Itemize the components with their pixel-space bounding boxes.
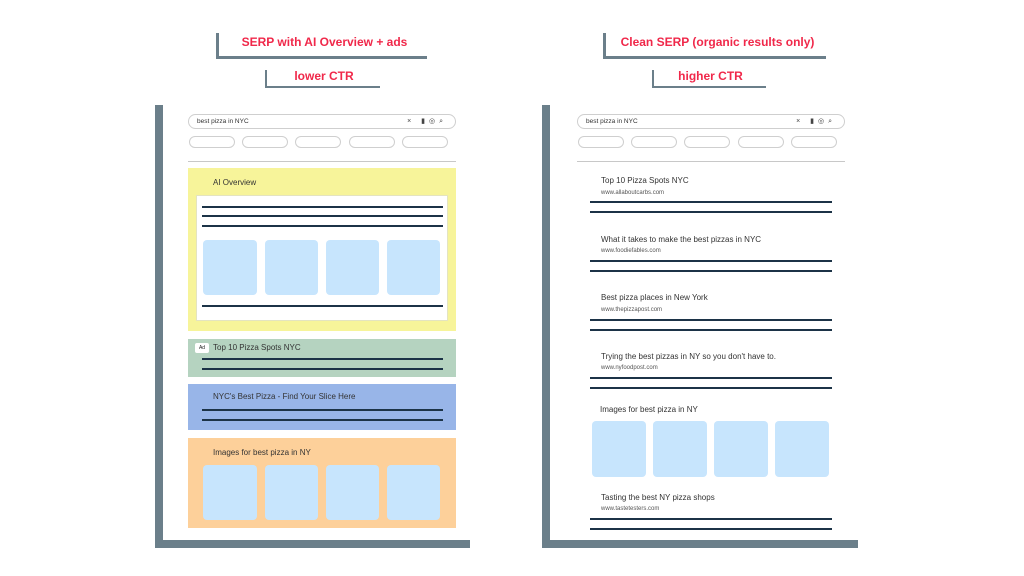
left-frame bbox=[155, 540, 470, 548]
image-tile[interactable] bbox=[203, 465, 257, 520]
image-tile[interactable] bbox=[326, 465, 379, 520]
images-label: Images for best pizza in NY bbox=[600, 405, 698, 414]
text-line bbox=[590, 377, 832, 379]
ad-title[interactable]: Top 10 Pizza Spots NYC bbox=[213, 343, 301, 352]
divider bbox=[577, 161, 845, 162]
image-tile[interactable] bbox=[265, 240, 318, 295]
divider bbox=[188, 161, 456, 162]
search-input[interactable]: best pizza in NYC × ▮◎⌕ bbox=[188, 114, 456, 129]
subtitle-bracket bbox=[652, 70, 654, 88]
text-line bbox=[590, 270, 832, 272]
clear-icon[interactable]: × bbox=[796, 118, 805, 125]
result-url: www.allaboutcarbs.com bbox=[601, 190, 665, 196]
filter-chip[interactable] bbox=[578, 136, 624, 148]
mic-icon[interactable]: ▮ bbox=[421, 118, 429, 125]
text-line bbox=[590, 260, 832, 262]
text-line bbox=[202, 225, 443, 227]
title-bracket bbox=[216, 56, 427, 59]
result-url: www.tastetesters.com bbox=[601, 506, 660, 512]
sponsored-result[interactable] bbox=[188, 384, 456, 430]
result-title[interactable]: Trying the best pizzas in NY so you don'… bbox=[601, 352, 776, 361]
text-line bbox=[202, 419, 443, 421]
filter-chip[interactable] bbox=[738, 136, 784, 148]
text-line bbox=[590, 518, 832, 520]
text-line bbox=[202, 215, 443, 217]
right-frame bbox=[542, 540, 858, 548]
text-line bbox=[590, 528, 832, 530]
search-query: best pizza in NYC bbox=[586, 118, 638, 125]
ai-overview-label: AI Overview bbox=[213, 178, 257, 187]
text-line bbox=[202, 358, 443, 360]
subtitle-bracket bbox=[265, 86, 380, 88]
filter-chip[interactable] bbox=[242, 136, 288, 148]
ad-badge: Ad bbox=[195, 343, 209, 353]
image-tile[interactable] bbox=[387, 240, 440, 295]
image-tile[interactable] bbox=[265, 465, 318, 520]
result-url: www.nyfoodpost.com bbox=[601, 365, 658, 371]
filter-chip[interactable] bbox=[295, 136, 341, 148]
image-tile[interactable] bbox=[387, 465, 440, 520]
result-url: www.thepizzapost.com bbox=[601, 307, 663, 313]
result-title[interactable]: What it takes to make the best pizzas in… bbox=[601, 235, 762, 244]
lens-icon[interactable]: ◎ bbox=[428, 118, 440, 125]
text-line bbox=[202, 305, 443, 307]
filter-chip[interactable] bbox=[684, 136, 730, 148]
image-tile[interactable] bbox=[653, 421, 707, 477]
result-title[interactable]: Tasting the best NY pizza shops bbox=[601, 493, 715, 502]
images-label: Images for best pizza in NY bbox=[213, 448, 311, 457]
left-title: SERP with AI Overview + ads bbox=[241, 35, 408, 49]
text-line bbox=[590, 201, 832, 203]
search-input[interactable]: best pizza in NYC × ▮◎⌕ bbox=[577, 114, 845, 129]
title-bracket bbox=[603, 56, 826, 59]
right-subtitle: higher CTR bbox=[678, 69, 743, 83]
search-icon[interactable]: ⌕ bbox=[439, 118, 447, 125]
result-url: www.foodiefables.com bbox=[601, 248, 661, 254]
text-line bbox=[202, 206, 443, 208]
text-line bbox=[590, 211, 832, 213]
image-tile[interactable] bbox=[714, 421, 768, 477]
left-subtitle: lower CTR bbox=[294, 69, 354, 83]
image-tile[interactable] bbox=[326, 240, 379, 295]
filter-chip[interactable] bbox=[402, 136, 448, 148]
sponsored-title[interactable]: NYC's Best Pizza - Find Your Slice Here bbox=[213, 392, 356, 401]
text-line bbox=[202, 409, 443, 411]
filter-chip[interactable] bbox=[189, 136, 235, 148]
title-bracket bbox=[603, 33, 606, 59]
title-bracket bbox=[216, 33, 219, 59]
image-tile[interactable] bbox=[775, 421, 829, 477]
text-line bbox=[590, 387, 832, 389]
filter-chip[interactable] bbox=[791, 136, 837, 148]
right-frame bbox=[542, 105, 550, 548]
image-tile[interactable] bbox=[203, 240, 257, 295]
search-icon[interactable]: ⌕ bbox=[828, 118, 836, 125]
result-title[interactable]: Top 10 Pizza Spots NYC bbox=[601, 176, 689, 185]
clear-icon[interactable]: × bbox=[407, 118, 416, 125]
result-title[interactable]: Best pizza places in New York bbox=[601, 293, 708, 302]
search-query: best pizza in NYC bbox=[197, 118, 249, 125]
right-title: Clean SERP (organic results only) bbox=[620, 35, 815, 49]
image-tile[interactable] bbox=[592, 421, 646, 477]
mic-icon[interactable]: ▮ bbox=[810, 118, 818, 125]
text-line bbox=[590, 319, 832, 321]
subtitle-bracket bbox=[265, 70, 267, 88]
left-frame bbox=[155, 105, 163, 548]
filter-chip[interactable] bbox=[349, 136, 395, 148]
filter-chip[interactable] bbox=[631, 136, 677, 148]
lens-icon[interactable]: ◎ bbox=[817, 118, 829, 125]
text-line bbox=[202, 368, 443, 370]
text-line bbox=[590, 329, 832, 331]
subtitle-bracket bbox=[652, 86, 766, 88]
